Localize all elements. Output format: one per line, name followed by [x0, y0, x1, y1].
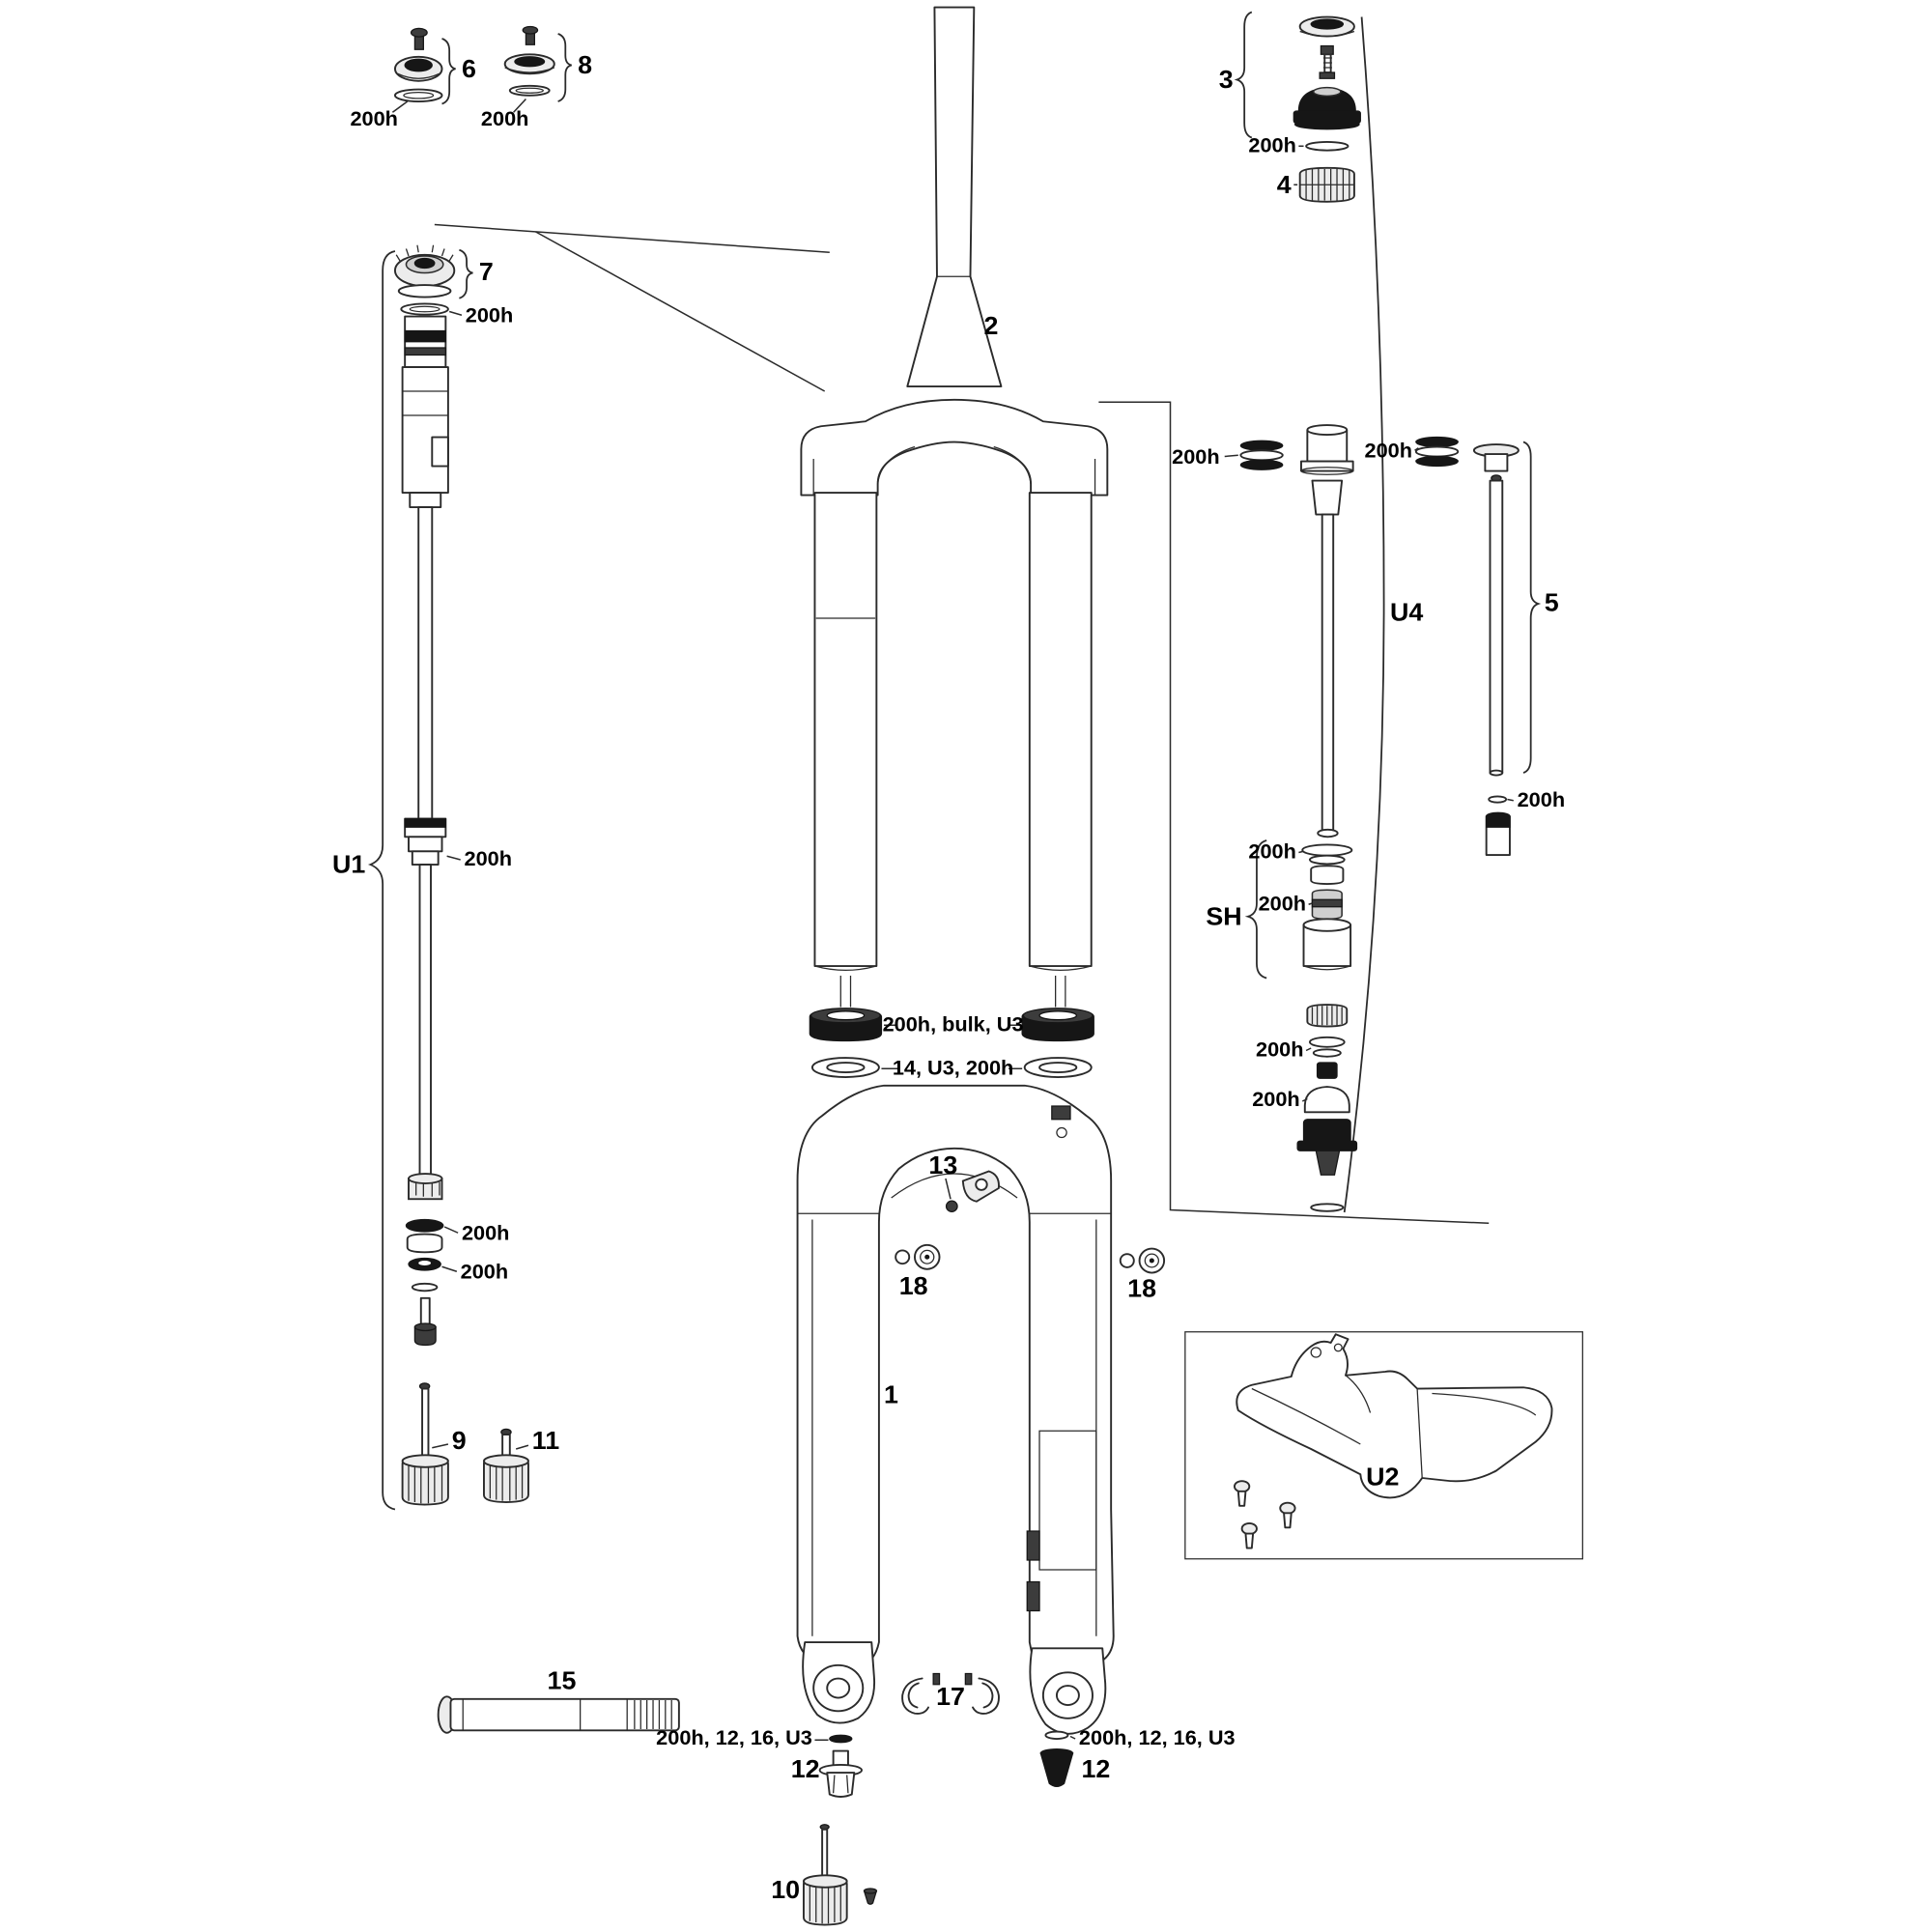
label-part-18-right: 18 — [1127, 1274, 1156, 1303]
rebound-rod-knob-part9 — [401, 1382, 449, 1506]
cable-guide-part13 — [945, 1170, 1000, 1212]
fender-screws — [1233, 1480, 1296, 1549]
u1-brace — [367, 250, 396, 1511]
label-part-7: 7 — [479, 257, 494, 286]
label-200h-sh-washers: 200h — [1248, 840, 1295, 864]
label-part-6: 6 — [462, 54, 476, 83]
label-200h-seal-stack-right: 200h — [1365, 440, 1412, 463]
label-u1: U1 — [332, 850, 366, 879]
label-part-17: 17 — [936, 1682, 965, 1711]
label-part-10: 10 — [771, 1875, 800, 1904]
lower-legs — [796, 1084, 1115, 1735]
torque-cap-left-part18 — [895, 1243, 941, 1270]
label-u2: U2 — [1366, 1463, 1399, 1492]
bolt12-left — [814, 1734, 863, 1798]
label-part-11: 11 — [532, 1426, 560, 1455]
knob-part11 — [482, 1428, 529, 1503]
foam-ring-left — [810, 1057, 880, 1078]
label-200h-part6: 200h — [350, 107, 397, 130]
label-foam-ring: 14, U3, 200h — [893, 1057, 1013, 1080]
label-200h-washer-b: 200h — [461, 1261, 508, 1284]
foam-ring-right — [1023, 1057, 1093, 1078]
label-part-4: 4 — [1277, 170, 1292, 199]
fender — [1236, 1333, 1553, 1499]
label-200h-part7: 200h — [466, 304, 513, 327]
label-part-13: 13 — [928, 1151, 957, 1179]
dust-seal-left — [809, 1008, 883, 1042]
label-part-12-right: 12 — [1081, 1754, 1110, 1783]
steerer-tube — [906, 6, 1003, 387]
label-part-15: 15 — [548, 1666, 577, 1695]
label-sh: SH — [1206, 902, 1241, 931]
label-part-18-left: 18 — [899, 1271, 928, 1300]
spring-clips-part17 — [901, 1672, 1000, 1715]
label-seal-kit: 200h, bulk, U3 — [883, 1013, 1024, 1037]
air-topcap-group-part3 — [1234, 11, 1361, 203]
part7-top-cap — [393, 244, 473, 316]
label-u4: U4 — [1390, 598, 1424, 627]
part8-flat-cap — [503, 25, 572, 113]
label-part-2: 2 — [984, 312, 999, 341]
label-part-9: 9 — [452, 1426, 467, 1455]
label-200h-rod-oring: 200h — [1518, 788, 1565, 811]
damper-washer-stack — [405, 1218, 459, 1347]
assembly-leader-lines — [434, 223, 1490, 1224]
label-200h-part8: 200h — [481, 107, 528, 130]
label-part-3: 3 — [1219, 66, 1234, 95]
damper-cartridge — [401, 315, 461, 1201]
label-200h-topcap-oring: 200h — [1248, 134, 1295, 157]
label-part-8: 8 — [578, 51, 592, 80]
thru-axle-part15 — [437, 1695, 680, 1734]
fender-box-u2 — [1184, 1331, 1583, 1560]
label-axle-kit-right: 200h, 12, 16, U3 — [1079, 1726, 1236, 1749]
part6-aero-cap — [391, 27, 456, 113]
label-200h-piston: 200h — [465, 847, 512, 870]
label-200h-dome-cap: 200h — [1252, 1088, 1299, 1111]
stanchion-left — [813, 492, 878, 971]
bolt12-right — [1039, 1730, 1076, 1787]
label-200h-lower-washers: 200h — [1256, 1038, 1303, 1062]
crown — [800, 398, 1109, 497]
label-200h-seal-stack-left: 200h — [1172, 445, 1219, 469]
air-shaft-rod-part5 — [1472, 440, 1542, 856]
air-spring-shaft — [1224, 424, 1460, 838]
stanchion-right — [1028, 492, 1093, 971]
label-part-1: 1 — [884, 1380, 898, 1409]
label-200h-sh-piston: 200h — [1259, 893, 1306, 916]
sh-service-group — [1244, 839, 1353, 980]
bottom-cap-group — [1296, 1004, 1358, 1212]
label-axle-kit-left: 200h, 12, 16, U3 — [656, 1726, 812, 1749]
label-200h-washer-a: 200h — [462, 1222, 509, 1245]
rebound-knob-part10 — [802, 1824, 878, 1926]
label-part-5: 5 — [1545, 588, 1559, 617]
label-part-12-left: 12 — [791, 1754, 820, 1783]
dust-seal-right — [1021, 1008, 1094, 1042]
u4-paren — [1343, 16, 1385, 1213]
torque-cap-right-part18 — [1119, 1247, 1166, 1274]
shaft-stubs — [839, 976, 1066, 1008]
